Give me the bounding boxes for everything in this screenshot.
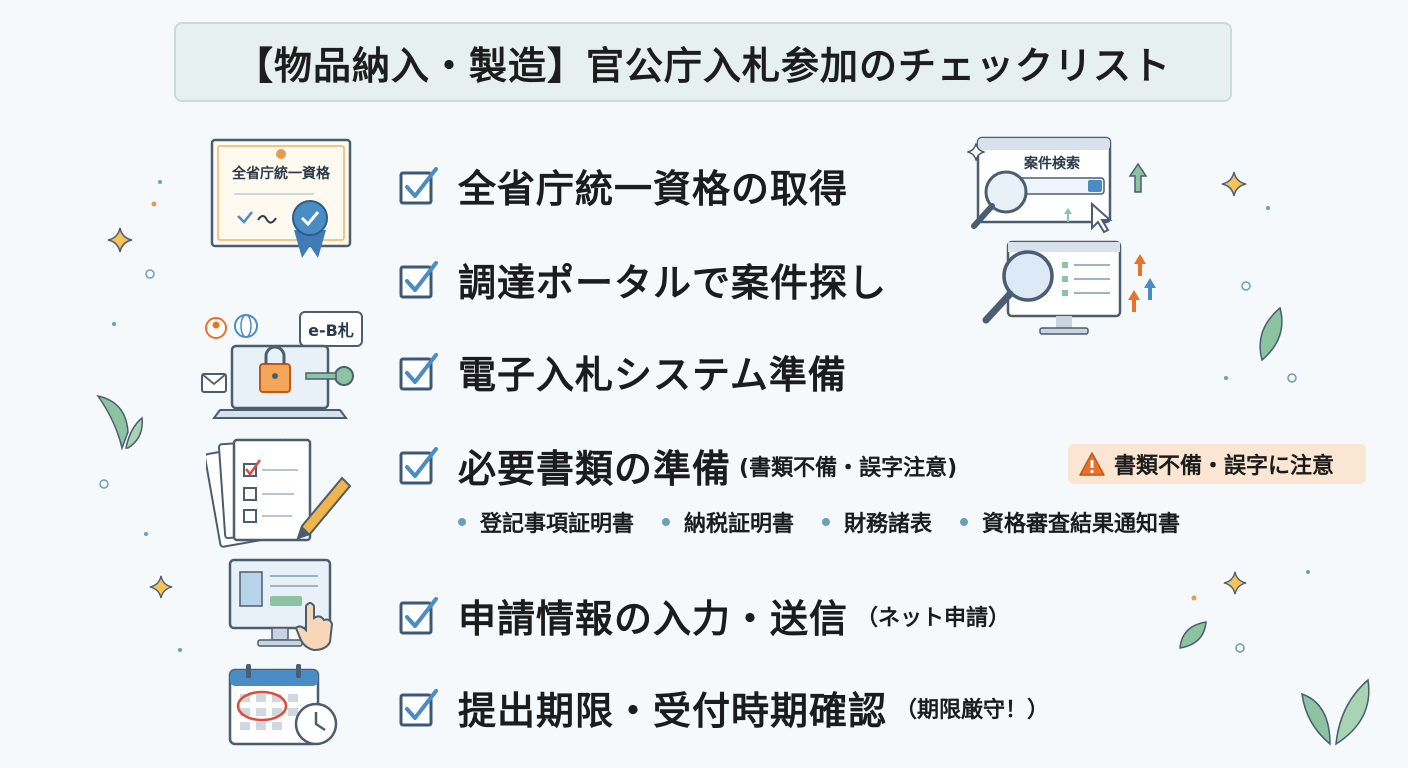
certificate-icon: 全省庁統一資格 bbox=[210, 138, 352, 258]
item-label: 必要書類の準備 bbox=[458, 447, 732, 491]
sparkle-icon bbox=[107, 227, 133, 253]
checklist-item-3: 電子入札システム準備 bbox=[398, 344, 847, 399]
leaf-icon bbox=[96, 394, 143, 451]
list-item: 登記事項証明書 bbox=[458, 506, 634, 538]
checkbox-checked-icon bbox=[399, 596, 438, 634]
item-note: （期限厳守！） bbox=[895, 697, 1050, 723]
item-label: 申請情報の入力・送信 bbox=[458, 597, 849, 641]
warning-icon bbox=[1079, 452, 1105, 476]
list-item: 財務諸表 bbox=[822, 506, 932, 538]
item-label: 電子入札システム準備 bbox=[458, 353, 847, 397]
sparkle-icon bbox=[967, 143, 985, 161]
item-label: 全省庁統一資格の取得 bbox=[458, 167, 849, 211]
checkbox-checked-icon bbox=[399, 166, 438, 204]
bullet-icon bbox=[822, 518, 831, 526]
item-label: 提出期限・受付時期確認 bbox=[458, 689, 888, 733]
leaf-icon bbox=[1179, 621, 1207, 649]
checkbox-checked-icon bbox=[399, 446, 438, 484]
warning-badge: 書類不備・誤字に注意 bbox=[1068, 444, 1366, 484]
sparkle-icon bbox=[1223, 571, 1247, 595]
search-window-icon: 案件検索 bbox=[971, 136, 1148, 234]
svg-text:e-B札: e-B札 bbox=[308, 321, 354, 340]
checklist-item-6: 提出期限・受付時期確認 （期限厳守！） bbox=[398, 680, 1049, 735]
leaf-icon bbox=[1301, 678, 1370, 746]
leaf-icon bbox=[1259, 306, 1283, 362]
sparkle-icon bbox=[149, 575, 173, 599]
sparkle-icon bbox=[1221, 171, 1247, 197]
monitor-click-icon bbox=[228, 558, 334, 652]
checkbox-checked-icon bbox=[399, 260, 438, 298]
laptop-lock-icon: e-B札 bbox=[201, 311, 363, 419]
list-item: 納税証明書 bbox=[662, 506, 794, 538]
item-note: （ネット申請） bbox=[856, 605, 1011, 631]
checklist-item-4: 必要書類の準備 (書類不備・誤字注意) bbox=[398, 438, 957, 493]
monitor-magnifier-icon bbox=[982, 240, 1156, 335]
document-list: 登記事項証明書 納税証明書 財務諸表 資格審査結果通知書 bbox=[458, 506, 1180, 538]
page-title: 【物品納入・製造】官公庁入札参加のチェックリスト bbox=[174, 22, 1232, 102]
item-label: 調達ポータルで案件探し bbox=[458, 261, 888, 305]
documents-pencil-icon bbox=[206, 438, 352, 548]
checklist-item-5: 申請情報の入力・送信 （ネット申請） bbox=[398, 588, 1010, 643]
warning-text: 書類不備・誤字に注意 bbox=[1114, 454, 1335, 479]
checklist-item-2: 調達ポータルで案件探し bbox=[398, 252, 887, 307]
svg-text:全省庁統一資格: 全省庁統一資格 bbox=[231, 165, 331, 182]
checklist-item-1: 全省庁統一資格の取得 bbox=[398, 158, 848, 213]
checkbox-checked-icon bbox=[399, 352, 438, 390]
bullet-icon bbox=[458, 518, 466, 526]
bullet-icon bbox=[662, 518, 671, 526]
item-note: (書類不備・誤字注意) bbox=[739, 455, 958, 481]
list-item: 資格審査結果通知書 bbox=[960, 506, 1180, 538]
svg-text:案件検索: 案件検索 bbox=[1023, 155, 1080, 172]
calendar-clock-icon bbox=[228, 664, 338, 746]
bullet-icon bbox=[960, 518, 969, 526]
checkbox-checked-icon bbox=[399, 688, 438, 726]
